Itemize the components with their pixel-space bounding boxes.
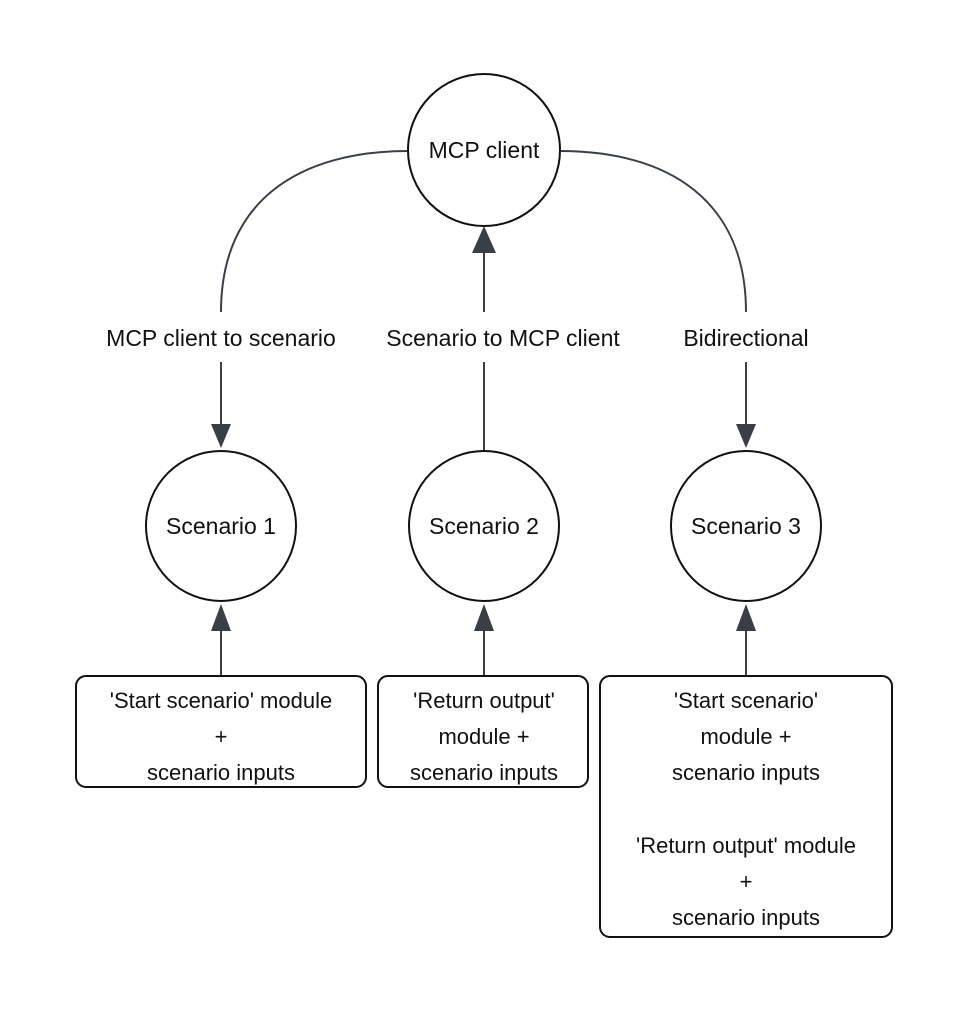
box-3-line-6: + <box>740 869 753 894</box>
box-3-line-7: scenario inputs <box>672 905 820 930</box>
node-scenario-2: Scenario 2 <box>408 450 560 602</box>
box-return-output-2: 'Return output' module + scenario inputs <box>377 675 589 788</box>
box-start-scenario-1: 'Start scenario' module + scenario input… <box>75 675 367 788</box>
box-2-line-3: scenario inputs <box>410 760 558 785</box>
box-2-line-2: module + <box>438 724 529 749</box>
arrowhead-up-scenario-1 <box>211 604 231 631</box>
node-mcp-client: MCP client <box>407 73 561 227</box>
box-3-line-3: scenario inputs <box>672 760 820 785</box>
node-scenario-3-label: Scenario 3 <box>691 513 801 539</box>
arrowhead-down-scenario-3 <box>736 424 756 448</box>
arrowhead-up-scenario-3 <box>736 604 756 631</box>
node-mcp-client-label: MCP client <box>429 137 540 163</box>
node-scenario-1-label: Scenario 1 <box>166 513 276 539</box>
box-3-line-1: 'Start scenario' <box>674 688 818 713</box>
box-bidirectional-3: 'Start scenario' module + scenario input… <box>599 675 893 938</box>
arrowhead-up-scenario-2 <box>474 604 494 631</box>
box-1-line-1: 'Start scenario' module <box>110 688 332 713</box>
node-scenario-2-label: Scenario 2 <box>429 513 539 539</box>
box-1-line-3: scenario inputs <box>147 760 295 785</box>
box-2-line-1: 'Return output' <box>413 688 555 713</box>
box-3-line-5: 'Return output' module <box>636 833 856 858</box>
connector-client-to-scenario-1 <box>220 150 409 313</box>
edge-label-scenario-to-client: Scenario to MCP client <box>386 325 620 351</box>
arrowhead-up-mcp-client <box>472 226 496 253</box>
connector-client-to-scenario-3 <box>559 150 747 313</box>
node-scenario-1: Scenario 1 <box>145 450 297 602</box>
edge-label-client-to-scenario: MCP client to scenario <box>106 325 336 351</box>
edge-label-bidirectional: Bidirectional <box>683 325 808 351</box>
box-1-line-2: + <box>215 724 228 749</box>
box-3-line-2: module + <box>700 724 791 749</box>
node-scenario-3: Scenario 3 <box>670 450 822 602</box>
arrowhead-down-scenario-1 <box>211 424 231 448</box>
